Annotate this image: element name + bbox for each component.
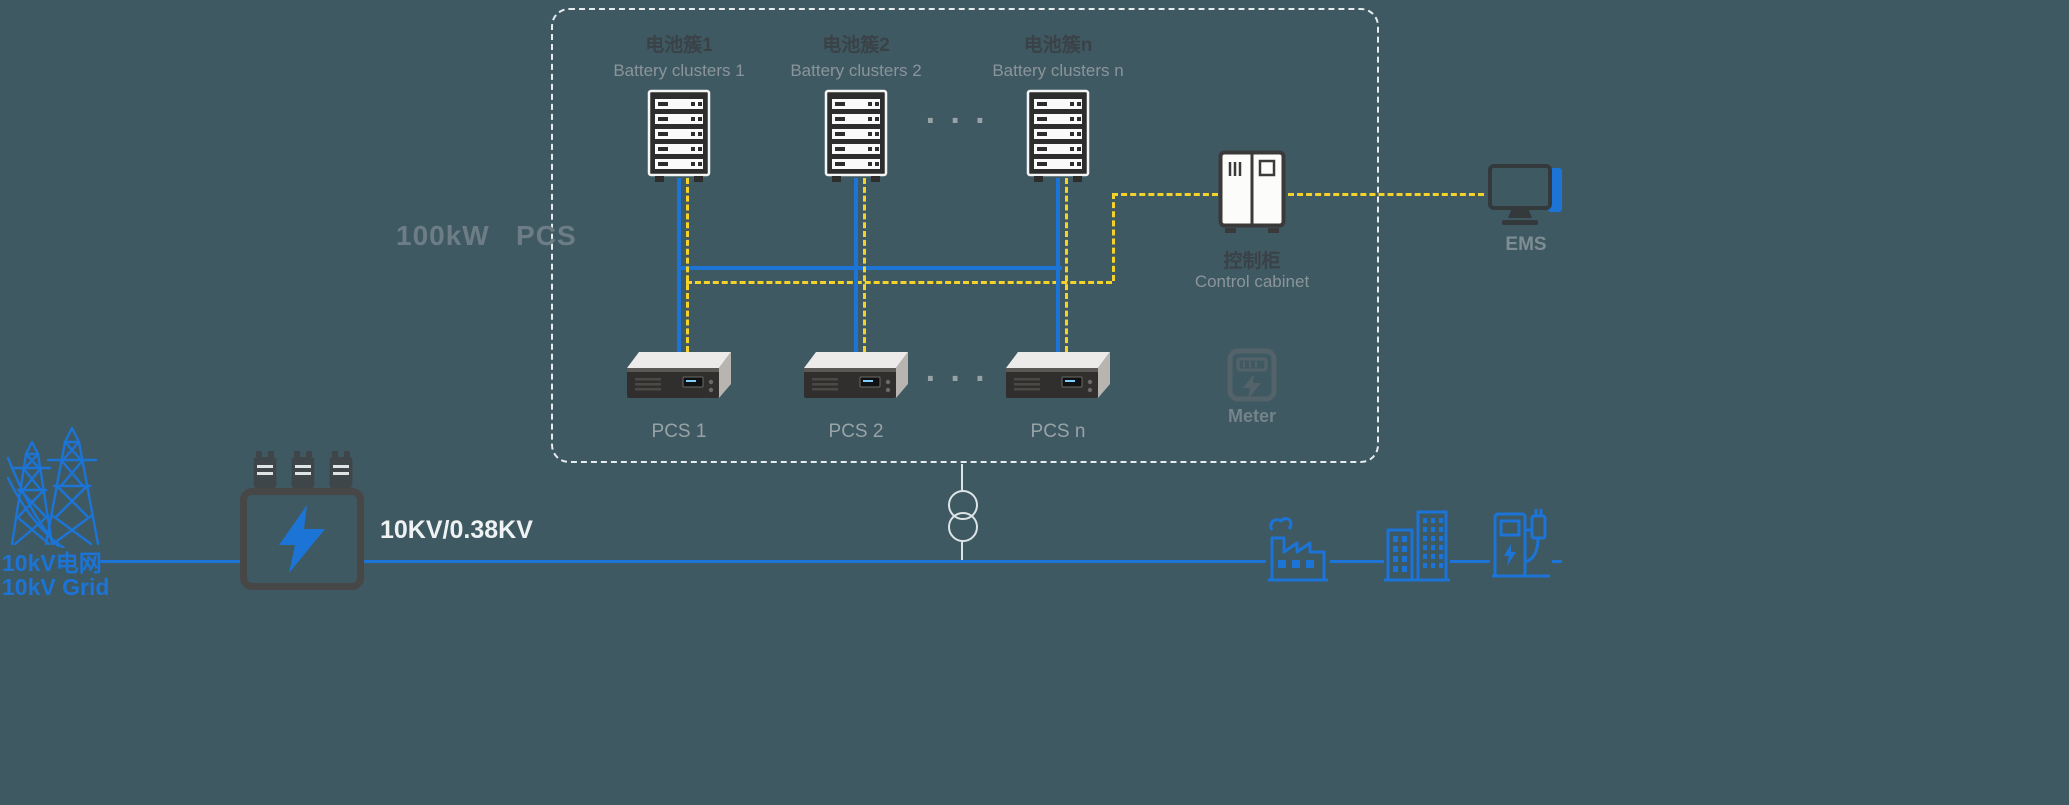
transformer-ratio-label: 10KV/0.38KV (380, 516, 533, 544)
pcs-system-boundary (551, 8, 1379, 463)
ems-monitor-icon (1488, 164, 1562, 225)
ellipsis-pcs: · · · (925, 360, 989, 398)
cluster-n-comm-line (1065, 178, 1068, 352)
transformer-bushings (252, 450, 354, 490)
pcs-unit-n-label: PCS n (1030, 421, 1086, 442)
comm-to-cabinet-line (1112, 193, 1218, 196)
cluster2-power-line (854, 178, 858, 352)
battery-cluster-n-label-en: Battery clusters n (992, 61, 1124, 80)
battery-rack-icon (1026, 89, 1090, 182)
grid-label-en: 10kV Grid (2, 574, 110, 600)
cluster1-comm-line (686, 178, 689, 352)
meter-icon (1227, 348, 1277, 402)
bushing-icon (291, 451, 315, 488)
lightning-bolt-icon (279, 505, 325, 573)
control-cabinet-icon (1218, 150, 1286, 233)
pcs-inverter-icon (627, 352, 731, 398)
meter-label: Meter (1227, 406, 1276, 426)
cluster-n-power-line (1056, 178, 1060, 352)
battery-cluster-1-label-zh: 电池簇1 (645, 35, 713, 56)
battery-rack-icon (647, 89, 711, 182)
buildings-icon (1384, 506, 1450, 584)
battery-cluster-n-label-zh: 电池簇n (1023, 35, 1093, 56)
ems-label: EMS (1505, 234, 1547, 255)
ac-grid-line (100, 560, 1562, 563)
cluster2-comm-line (863, 178, 866, 352)
factory-icon (1266, 504, 1330, 584)
ev-charger-icon (1490, 504, 1552, 582)
battery-cluster-n: 电池簇n Battery clusters n (948, 30, 1168, 183)
bushing-icon (329, 451, 353, 488)
pcs-unit-1: PCS 1 (627, 350, 731, 443)
control-cabinet-label-zh: 控制柜 (1223, 251, 1281, 272)
battery-rack-icon (824, 89, 888, 182)
comm-bus-line (686, 281, 1112, 284)
transmission-towers-icon (6, 426, 100, 548)
dc-bus-line (677, 266, 1062, 270)
pcs-unit-2: PCS 2 (804, 350, 908, 443)
cabinet-to-ems-line (1288, 193, 1484, 196)
bushing-icon (253, 451, 277, 488)
cluster1-power-line (677, 178, 681, 352)
pcs-inverter-icon (1006, 352, 1110, 398)
grid-label-zh: 10kV电网 (2, 550, 102, 576)
pcs-inverter-icon (804, 352, 908, 398)
coupling-transformer-symbol-bottom (948, 512, 978, 542)
pcs-system-label: 100kW PCS (396, 220, 577, 251)
pcs-unit-1-label: PCS 1 (651, 421, 707, 442)
grid-connection-line-top (961, 464, 963, 491)
pcs-unit-n: PCS n (1006, 350, 1110, 443)
battery-cluster-2-label-zh: 电池簇2 (822, 35, 890, 56)
control-cabinet-label-en: Control cabinet (1194, 272, 1310, 291)
pcs-unit-2-label: PCS 2 (828, 421, 884, 442)
battery-cluster-1-label-en: Battery clusters 1 (613, 61, 745, 80)
battery-cluster-2: 电池簇2 Battery clusters 2 (746, 30, 966, 183)
battery-cluster-2-label-en: Battery clusters 2 (790, 61, 922, 80)
comm-riser-line (1112, 193, 1115, 281)
grid-connection-line-bottom (961, 540, 963, 561)
transformer-icon (240, 488, 364, 590)
ellipsis-clusters: · · · (925, 102, 989, 140)
battery-cluster-1: 电池簇1 Battery clusters 1 (569, 30, 789, 183)
